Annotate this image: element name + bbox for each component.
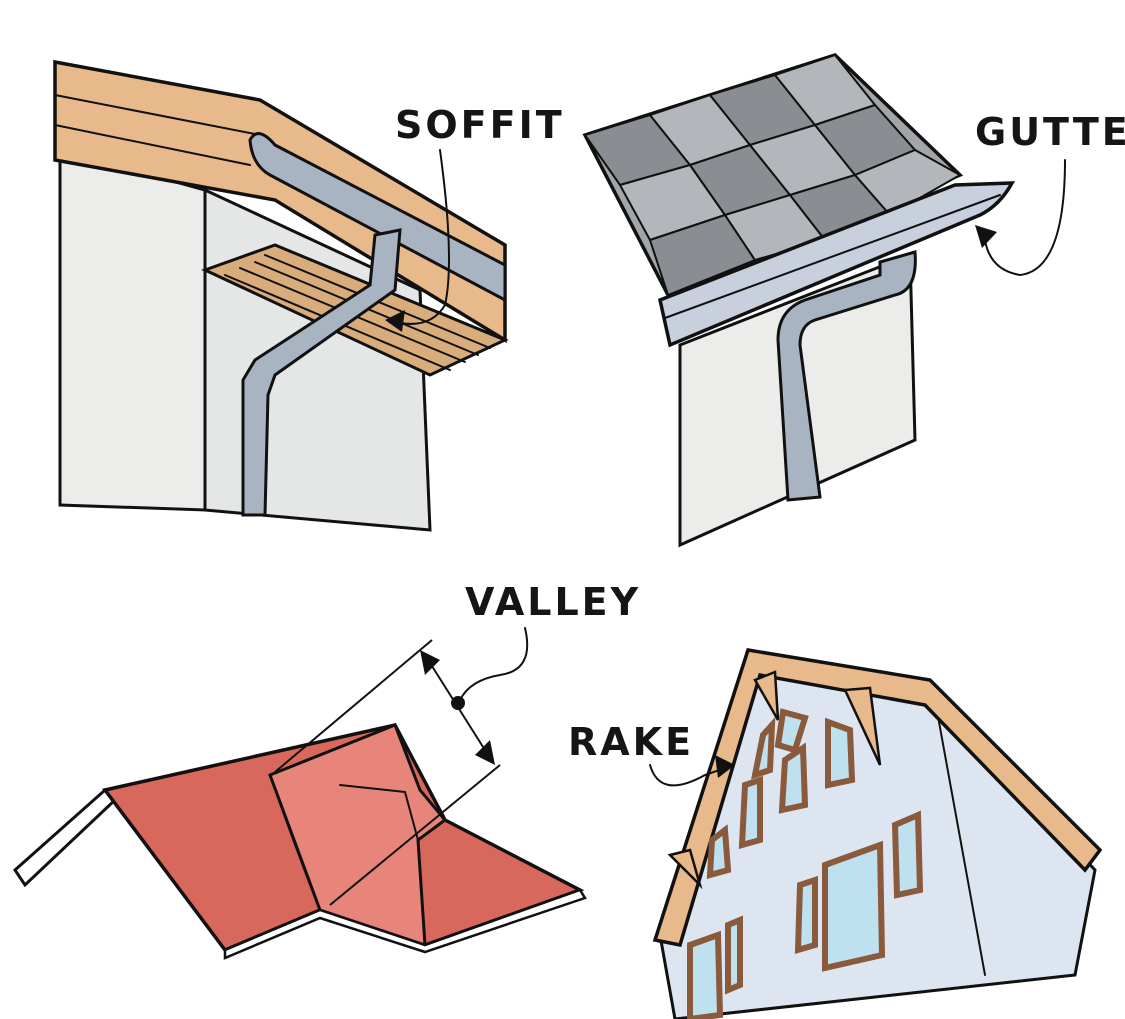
valley-leader [459,627,529,701]
arrow-icon [715,755,735,778]
valley-crease [269,774,426,946]
valley-illustration: VALLEY [13,580,641,960]
rake-leader [649,764,726,787]
arrow-icon [420,650,440,675]
soffit-wall [58,148,207,512]
gutter-label: GUTTER [975,110,1125,154]
soffit-label: SOFFIT [395,103,565,147]
arrow-icon [385,310,405,332]
rake-brackets [667,670,882,890]
soffit-illustration: SOFFIT [53,59,565,532]
rake-windows [687,708,924,1019]
valley-left-edge [13,787,118,888]
gutter-illustration: GUTTER [582,53,1125,548]
soffit-leader [394,149,450,325]
gutter-downspout [776,250,917,502]
rake-illustration: RAKE [568,648,1103,1019]
rake-board [652,648,1103,948]
valley-label: VALLEY [465,580,641,624]
soffit-downspout [241,228,402,517]
arrow-icon [475,740,495,765]
gutter-leader [984,159,1066,277]
arrow-icon [975,225,997,248]
valley-dimension-dot [451,696,465,710]
gutter-shingles [583,53,963,297]
soffit-gutter [248,132,507,303]
valley-eave-edge [223,888,587,960]
rake-label: RAKE [568,720,694,764]
